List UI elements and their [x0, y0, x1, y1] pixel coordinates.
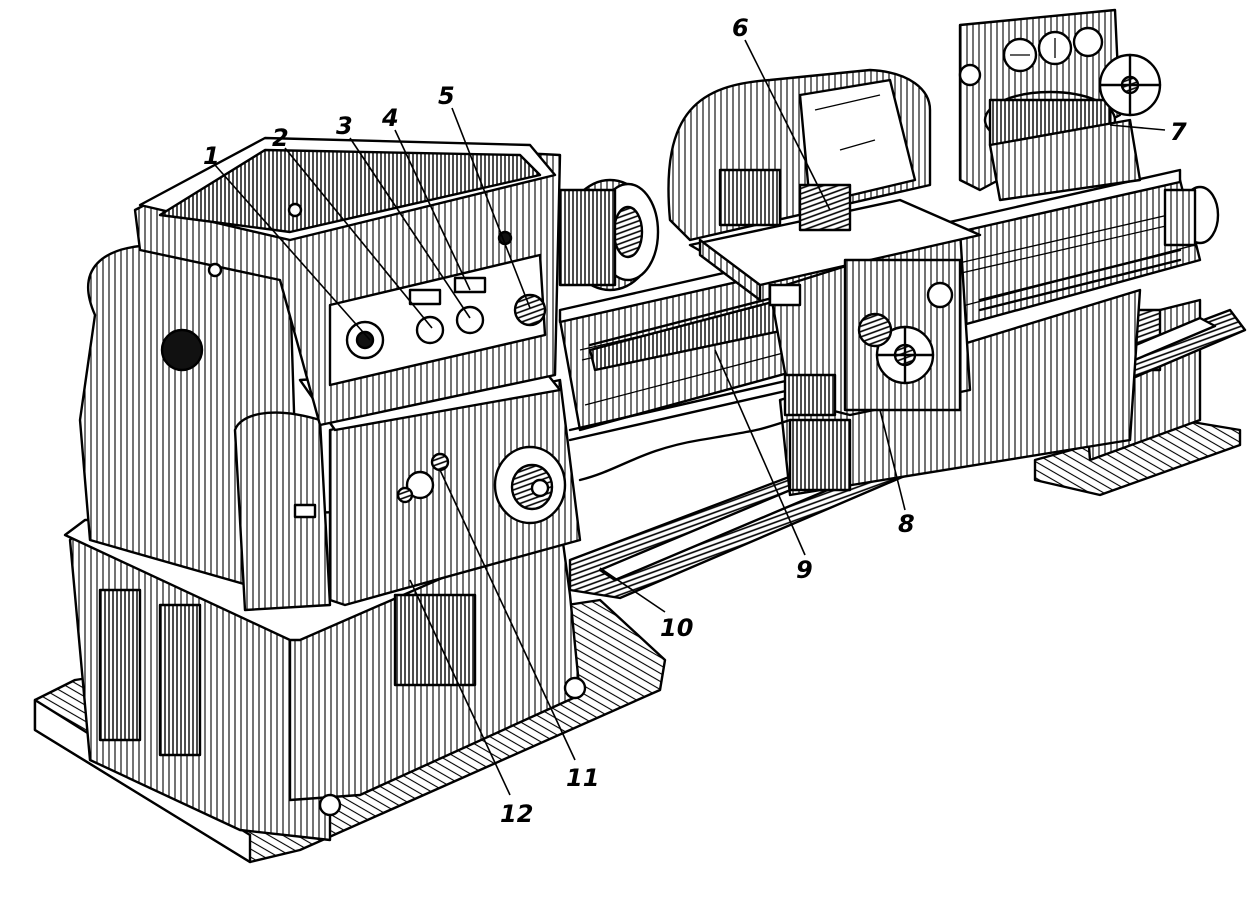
leader-5	[451, 107, 531, 309]
callout-7: 7	[1170, 118, 1187, 146]
callout-11: 11	[566, 764, 599, 792]
callout-5: 5	[438, 82, 455, 110]
carriage	[688, 198, 982, 417]
leader-10	[599, 567, 666, 613]
callout-6: 6	[732, 14, 749, 42]
leader-3	[349, 137, 471, 319]
leader-8	[879, 409, 906, 511]
callout-9: 9	[796, 556, 813, 584]
headstock-end-cover	[78, 243, 332, 612]
callout-4: 4	[381, 104, 399, 132]
chuck	[558, 178, 660, 292]
leader-9	[714, 349, 806, 556]
callout-2: 2	[272, 124, 289, 152]
chip-guard	[667, 68, 932, 242]
lead-screw	[568, 248, 1182, 482]
leader-7	[1109, 124, 1166, 131]
leader-lines	[214, 39, 1166, 796]
leader-2	[284, 147, 433, 329]
callout-12: 12	[500, 800, 533, 828]
leader-6	[744, 39, 831, 211]
leader-12	[409, 579, 511, 796]
tailstock	[958, 8, 1220, 247]
callout-8: 8	[898, 510, 915, 538]
leader-4	[394, 129, 471, 291]
leader-11	[439, 469, 576, 761]
callout-labels: 1 2 3 4 5 6 7 8 9 10 11 12	[203, 14, 1187, 828]
callout-1: 1	[203, 142, 220, 170]
headstock	[133, 136, 562, 427]
callout-3: 3	[336, 112, 353, 140]
leader-1	[214, 164, 371, 341]
callout-10: 10	[660, 614, 693, 642]
